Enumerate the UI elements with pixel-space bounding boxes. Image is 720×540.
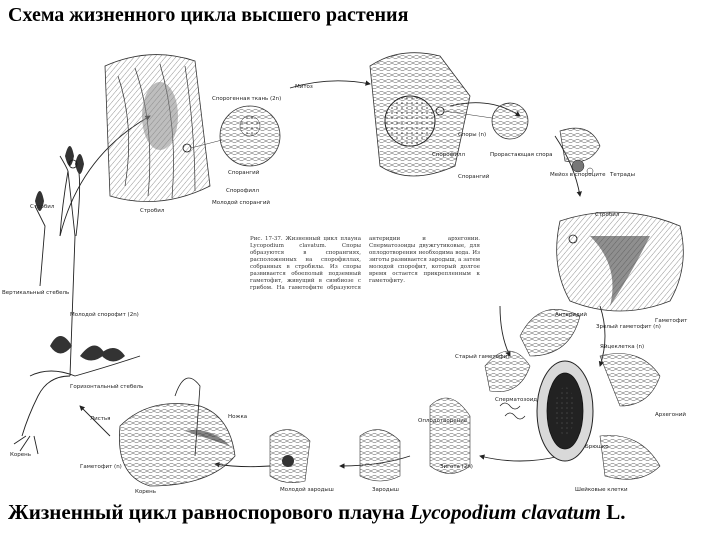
label-sporogenous: Спорогенная ткань (2n): [212, 96, 281, 102]
label-meiosis: Мейоз в спороците: [550, 171, 606, 178]
label-sporophyll: Спорофилл: [226, 188, 259, 194]
label-leaves-b: Листья: [90, 416, 111, 422]
label-mature-gametophyte: Зрелый гаметофит (n): [596, 323, 661, 330]
label-mitosis: Митоз: [295, 84, 313, 90]
lifecycle-diagram: Спорогенная ткань (2n) Митоз Спорангий С…: [0, 36, 720, 496]
label-gametophyte-n: Гаметофит (n): [80, 464, 122, 470]
caption-suffix: L.: [606, 500, 625, 524]
sperm-cells: [485, 351, 530, 419]
young-sporophyte-on-gametophyte: [119, 378, 235, 486]
label-young-sporophyte: Молодой спорофит (2n): [70, 311, 139, 318]
label-young-sporangium: Молодой спорангий: [212, 199, 270, 206]
tetrads: [560, 128, 600, 174]
label-sperm: Сперматозоид: [495, 397, 537, 403]
label-foot: Ножка: [228, 414, 247, 420]
label-embryo: Зародыш: [372, 487, 399, 493]
label-neck: Шейковые клетки: [575, 486, 628, 493]
label-archegonium: Архегоний: [655, 411, 686, 418]
page-title: Схема жизненного цикла высшего растения: [8, 4, 408, 27]
label-antheridium: Антеридий: [555, 311, 587, 318]
label-horizontal-stem: Горизонтальный стебель: [70, 383, 143, 390]
figure-description: Рис. 17-37. Жизненный цикл плауна Lycopo…: [250, 236, 480, 336]
label-vertical-stem: Вертикальный стебель: [2, 289, 69, 296]
label-sporangium: Спорангий: [228, 169, 260, 176]
label-zygote: Зигота (2n): [440, 464, 473, 470]
label-sporophyll-b: Спорофилл: [432, 152, 465, 158]
label-venter: Брюшко: [585, 444, 609, 450]
caption-species: Lycopodium clavatum: [410, 500, 601, 524]
archegonium-egg: [537, 354, 660, 480]
caption: Жизненный цикл равноспорового плауна Lyc…: [8, 500, 625, 525]
label-sporangium-b: Спорангий: [458, 173, 490, 180]
label-roots-plant: Корень: [10, 452, 31, 458]
label-strobilus: Стробил: [140, 208, 165, 214]
mature-gametophyte: [520, 212, 683, 356]
strobilus-section: [105, 55, 280, 202]
label-fertilization: Оплодотворение: [418, 418, 468, 424]
label-gametophyte-tissue: Гаметофит: [655, 318, 688, 324]
label-old-gametophyte: Старый гаметофит: [455, 353, 511, 360]
label-strobilus-plant: Стробил: [30, 204, 55, 210]
label-tetrads: Тетрады: [609, 172, 635, 178]
label-roots: Корень: [135, 489, 156, 495]
caption-text: Жизненный цикл равноспорового плауна: [8, 500, 405, 524]
label-young-embryo: Молодой зародыш: [280, 486, 334, 493]
label-spores: Споры (n): [458, 132, 486, 138]
label-strobilus2: Стробил: [595, 212, 620, 218]
figure-description-text: Рис. 17-37. Жизненный цикл плауна Lycopo…: [250, 236, 480, 292]
whole-plant: [14, 156, 140, 454]
label-egg: Яйцеклетка (n): [600, 343, 644, 350]
label-germinating: Прорастающая спора: [490, 152, 553, 158]
